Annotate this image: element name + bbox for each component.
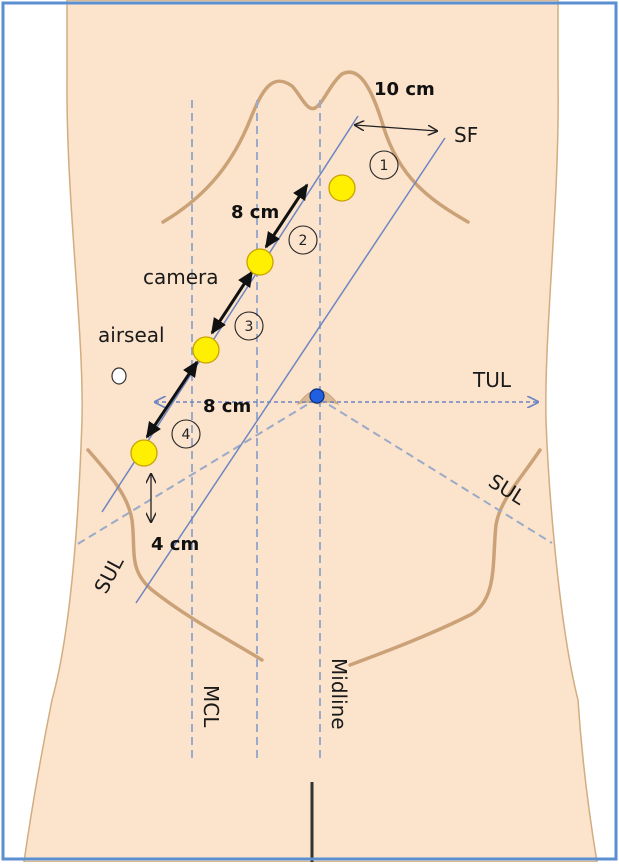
tul-label: TUL [472, 368, 512, 392]
camera-label: camera [143, 265, 219, 289]
port-3-number: 3 [245, 319, 254, 335]
port-4-marker [131, 440, 157, 466]
port-2-number: 2 [299, 233, 308, 249]
sf-label: SF [454, 123, 478, 147]
port-4-number: 4 [182, 427, 191, 443]
torso-silhouette [24, 0, 597, 862]
port-2-marker [247, 249, 273, 275]
four-cm-label: 4 cm [151, 534, 199, 555]
port-1-number: 1 [380, 158, 389, 174]
eight-cm-lower-label: 8 cm [203, 396, 251, 417]
airseal-label: airseal [98, 323, 165, 347]
port-1-marker [329, 175, 355, 201]
ten-cm-label: 10 cm [374, 79, 435, 100]
midline-label: Midline [327, 658, 351, 730]
port-3-marker [193, 337, 219, 363]
eight-cm-upper-label: 8 cm [231, 202, 279, 223]
airseal-port [112, 368, 126, 384]
mcl-label: MCL [199, 685, 223, 728]
umbilicus-marker [310, 389, 324, 403]
